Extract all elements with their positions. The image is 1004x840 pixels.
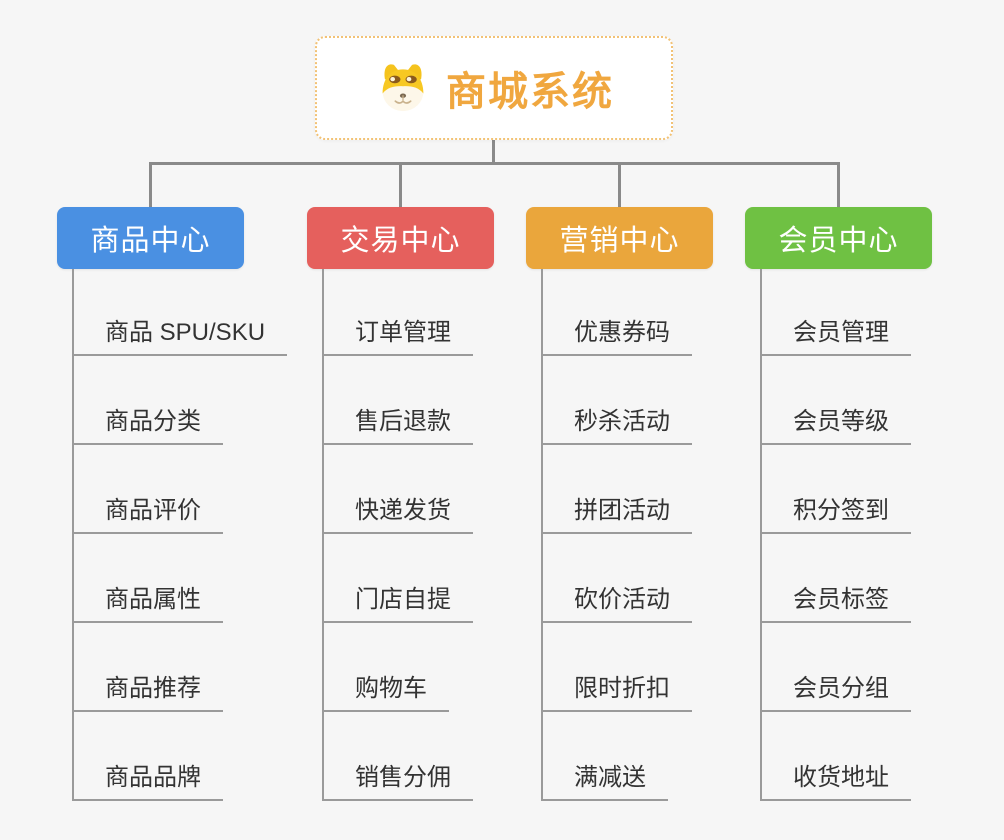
branch-trunk-line [322,269,324,801]
child-row: 会员分组 [761,623,911,712]
child-row: 订单管理 [323,267,473,356]
child-topic[interactable]: 会员分组 [761,668,911,712]
child-topic[interactable]: 门店自提 [323,579,473,623]
child-row: 秒杀活动 [542,356,692,445]
branch-children-products: 商品 SPU/SKU 商品分类 商品评价 商品属性 商品推荐 商品品牌 [73,267,288,801]
child-row: 会员管理 [761,267,911,356]
child-row: 门店自提 [323,534,473,623]
root-title: 商城系统 [446,70,614,114]
child-row: 积分签到 [761,445,911,534]
dog-face-icon [382,64,424,112]
branch-node-members[interactable]: 会员中心 [745,207,932,269]
child-row: 快递发货 [323,445,473,534]
root-connector-line [492,139,495,163]
child-row: 商品品牌 [73,712,287,801]
branch-node-marketing[interactable]: 营销中心 [526,207,713,269]
branch-connector-drop [618,162,621,208]
child-row: 商品评价 [73,445,287,534]
branch-trunk-line [541,269,543,801]
branch-title: 会员中心 [778,225,899,257]
child-row: 砍价活动 [542,534,692,623]
child-row: 收货地址 [761,712,911,801]
child-topic[interactable]: 商品评价 [73,490,223,534]
child-topic[interactable]: 会员等级 [761,401,911,445]
child-topic[interactable]: 砍价活动 [542,579,692,623]
child-row: 限时折扣 [542,623,692,712]
branch-connector-drop [149,162,152,208]
child-topic[interactable]: 商品分类 [73,401,223,445]
child-topic[interactable]: 秒杀活动 [542,401,692,445]
child-row: 商品分类 [73,356,287,445]
child-topic[interactable]: 会员管理 [761,312,911,356]
child-topic[interactable]: 快递发货 [323,490,473,534]
child-row: 售后退款 [323,356,473,445]
child-topic[interactable]: 限时折扣 [542,668,692,712]
child-topic[interactable]: 会员标签 [761,579,911,623]
child-topic[interactable]: 积分签到 [761,490,911,534]
child-row: 商品推荐 [73,623,287,712]
child-row: 销售分佣 [323,712,473,801]
branch-children-members: 会员管理 会员等级 积分签到 会员标签 会员分组 收货地址 [761,267,911,801]
branch-title: 营销中心 [559,225,680,257]
branch-connector-drop [837,162,840,208]
child-topic[interactable]: 拼团活动 [542,490,692,534]
child-row: 商品 SPU/SKU [73,267,288,356]
child-topic[interactable]: 销售分佣 [323,757,473,801]
child-topic[interactable]: 售后退款 [323,401,473,445]
branch-children-trade: 订单管理 售后退款 快递发货 门店自提 购物车 销售分佣 [323,267,473,801]
child-row: 优惠券码 [542,267,692,356]
branch-trunk-line [760,269,762,801]
child-topic[interactable]: 商品 SPU/SKU [73,312,288,356]
branch-connector-drop [399,162,402,208]
child-topic[interactable]: 购物车 [323,668,449,712]
branch-node-products[interactable]: 商品中心 [57,207,244,269]
child-topic[interactable]: 商品推荐 [73,668,223,712]
child-topic[interactable]: 商品品牌 [73,757,223,801]
branch-title: 交易中心 [340,225,461,257]
child-topic[interactable]: 满减送 [542,757,668,801]
child-topic[interactable]: 收货地址 [761,757,911,801]
child-row: 满减送 [542,712,692,801]
branch-title: 商品中心 [90,225,211,257]
child-row: 拼团活动 [542,445,692,534]
branch-trunk-line [72,269,74,801]
child-row: 购物车 [323,623,473,712]
child-row: 商品属性 [73,534,287,623]
child-topic[interactable]: 商品属性 [73,579,223,623]
root-node[interactable]: 商城系统 [315,36,673,140]
branch-node-trade[interactable]: 交易中心 [307,207,494,269]
child-topic[interactable]: 优惠券码 [542,312,692,356]
branch-children-marketing: 优惠券码 秒杀活动 拼团活动 砍价活动 限时折扣 满减送 [542,267,692,801]
branch-connector-hline [149,162,840,165]
child-topic[interactable]: 订单管理 [323,312,473,356]
child-row: 会员标签 [761,534,911,623]
child-row: 会员等级 [761,356,911,445]
